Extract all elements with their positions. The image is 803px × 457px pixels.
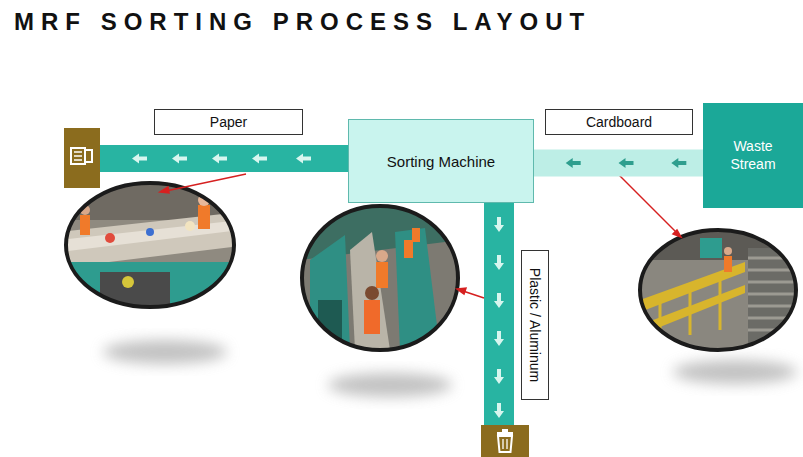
page-title: MRF SORTING PROCESS LAYOUT <box>14 8 591 36</box>
paper-bin-icon <box>64 128 100 188</box>
conveyor-belt <box>534 150 703 177</box>
process-box: Sorting Machine <box>348 119 534 203</box>
source-box: Waste Stream <box>703 103 803 208</box>
flow-arrows <box>494 217 504 418</box>
node-label: Paper <box>210 114 247 130</box>
stream-label: Paper <box>154 109 303 135</box>
stream-label: Cardboard <box>545 109 693 135</box>
node-label: Waste Stream <box>709 138 797 173</box>
photo-infeed <box>640 230 800 350</box>
flow-arrows <box>132 154 311 164</box>
photo-paper-line <box>60 180 240 310</box>
node-label: Sorting Machine <box>387 153 495 170</box>
photo-shadow <box>673 360 797 384</box>
node-label: Cardboard <box>586 114 652 130</box>
photo-shadow <box>328 373 452 397</box>
photo-sorting-line <box>300 205 460 355</box>
photo-shadow <box>103 340 227 364</box>
node-label: Plastic / Aluminum <box>527 268 543 382</box>
conveyor-belt <box>98 145 350 172</box>
conveyor-belt <box>484 203 514 426</box>
trash-bin-icon <box>481 425 529 457</box>
stream-label: Plastic / Aluminum <box>521 250 549 400</box>
